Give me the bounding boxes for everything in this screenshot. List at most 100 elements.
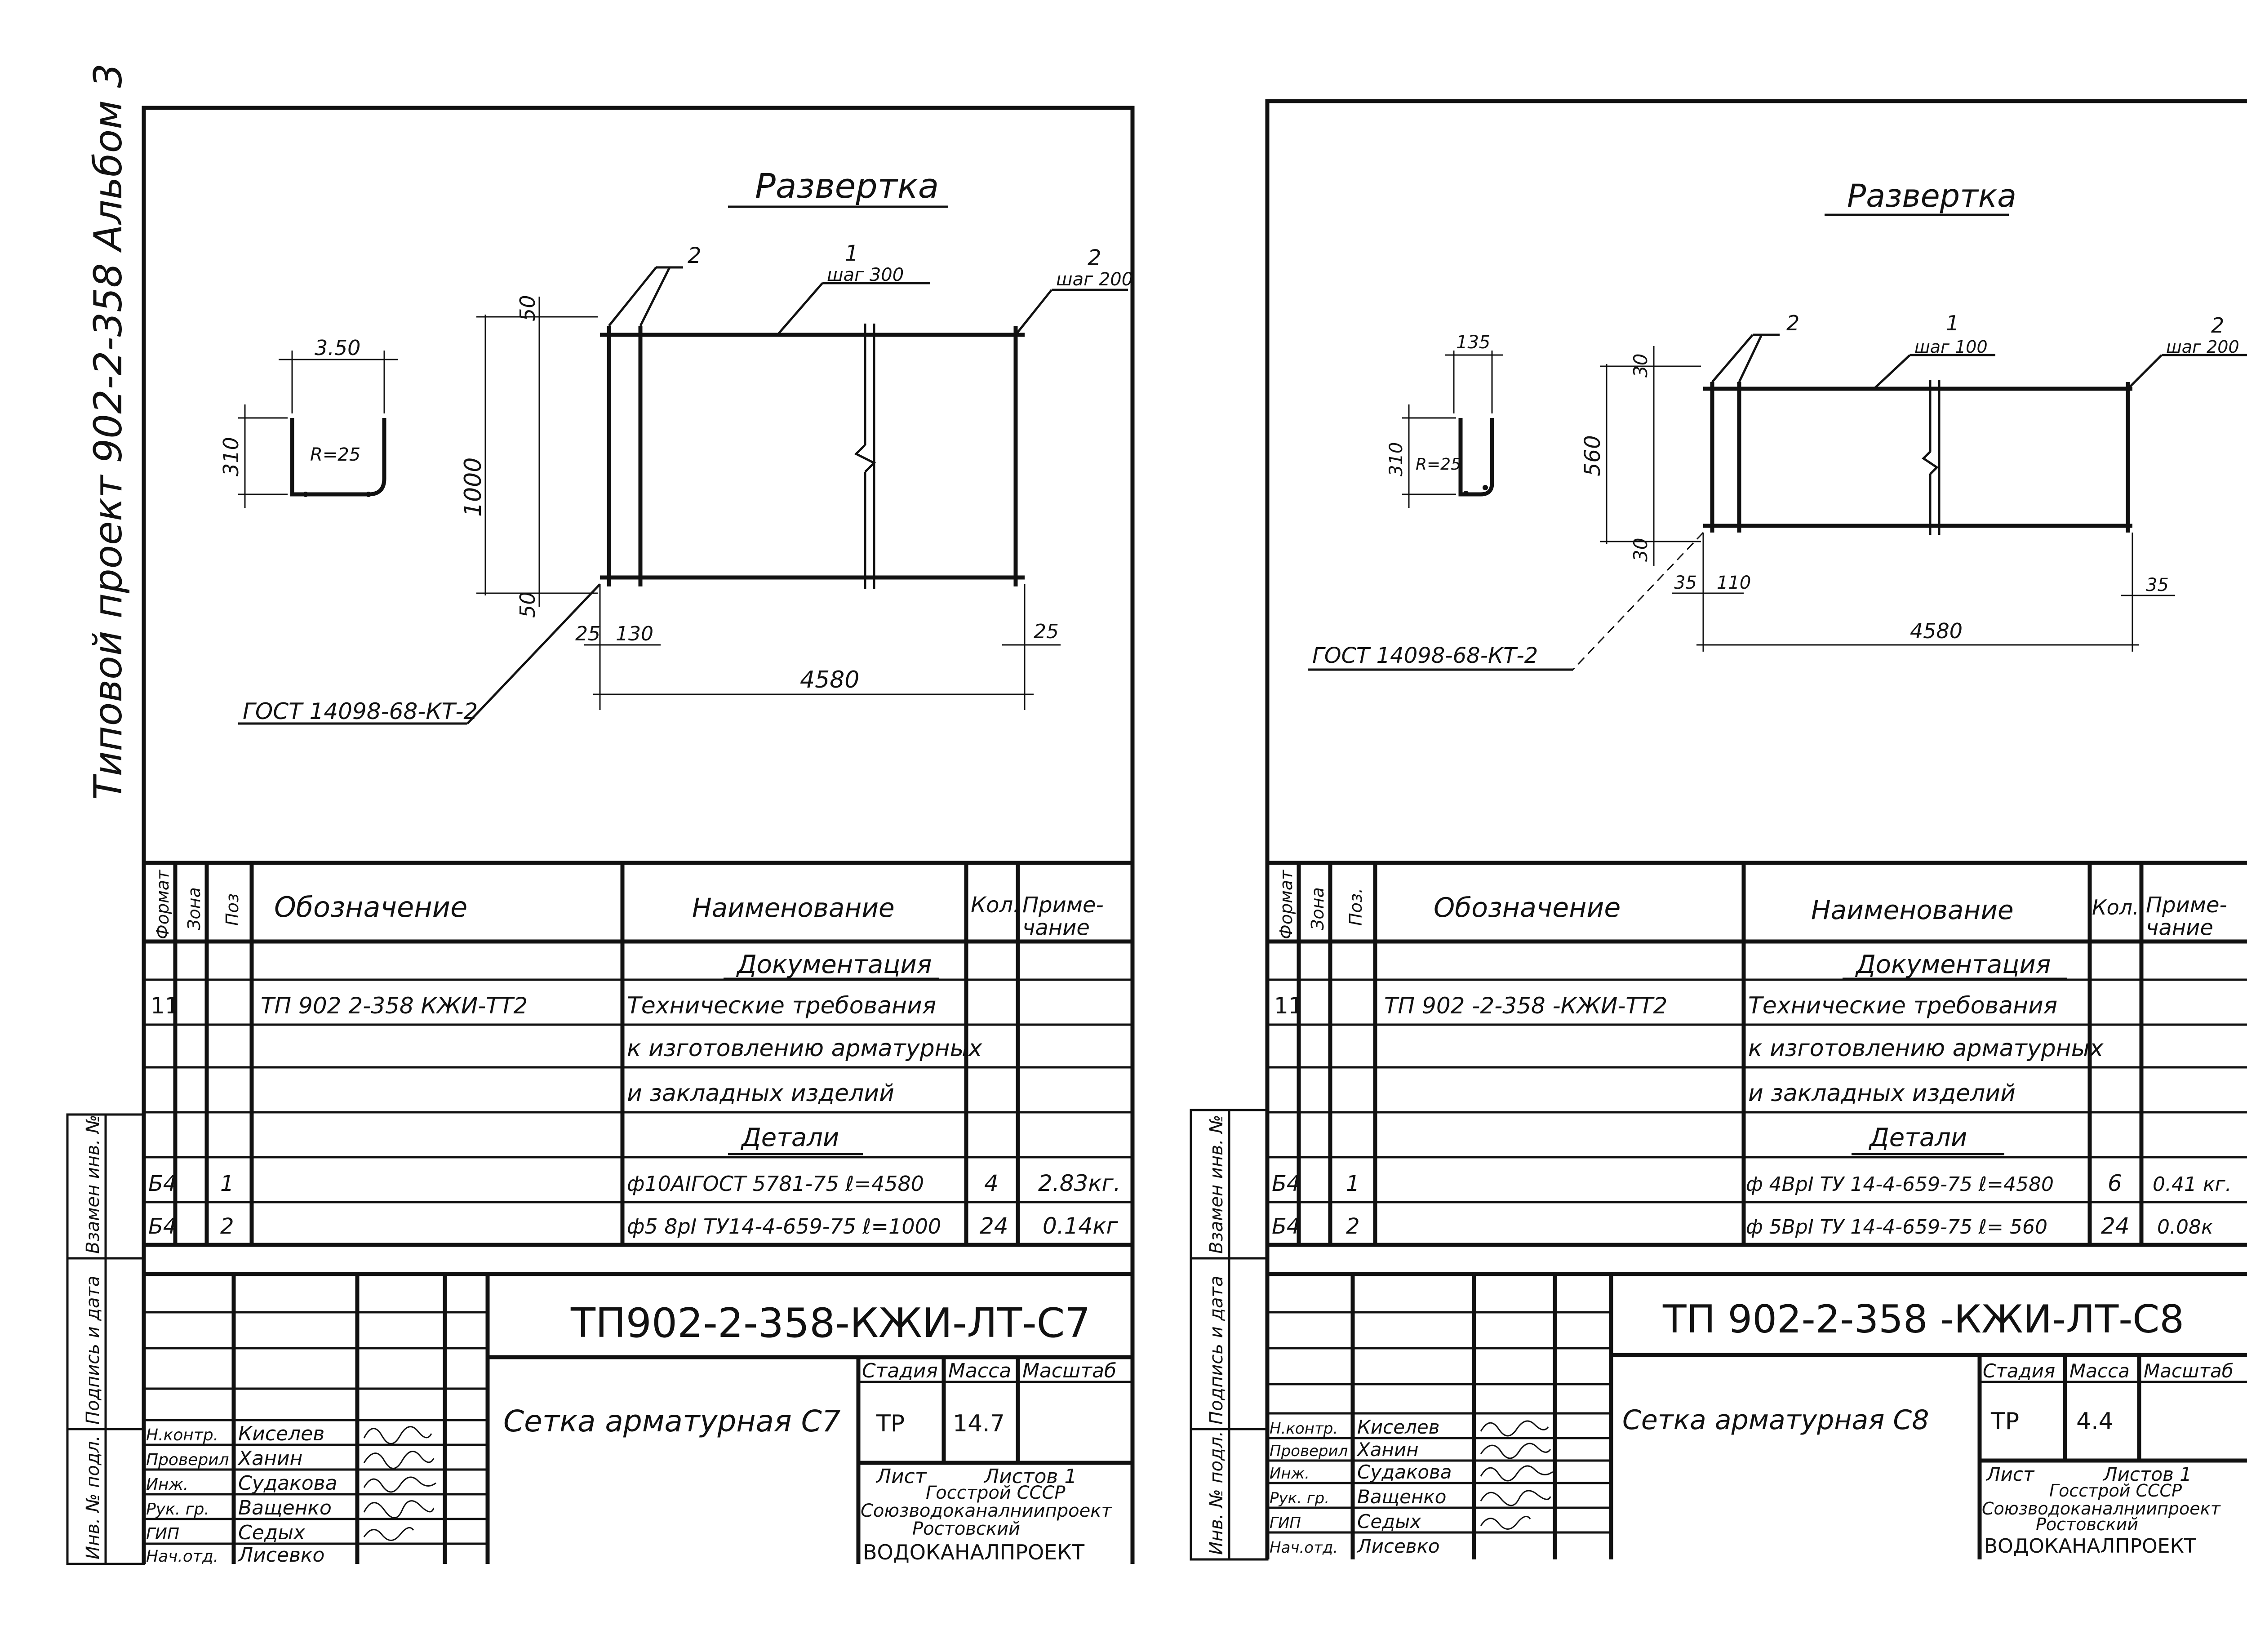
sheets-label: Листов 1 (983, 1465, 1077, 1488)
name-6: Лисевко (1356, 1535, 1440, 1557)
doc-designation: ТП 902 2-358 КЖИ-ТТ2 (261, 993, 528, 1019)
col-name: Наименование (1811, 895, 2014, 925)
side-inv-repl-label: Взамен инв. № (83, 1115, 103, 1254)
title-block: ТП902-2-358-КЖИ-ЛТ-С7 Сетка арматурная С… (144, 1272, 1132, 1567)
row-2-note: 0.08к (2157, 1216, 2213, 1239)
name-2: Ханин (1356, 1439, 1419, 1461)
drawing-code: ТП 902-2-358 -КЖИ-ЛТ-С8 (1662, 1297, 2184, 1342)
project-side-title: Типовой проект 902-2-358 Альбом 3 (86, 63, 131, 800)
sheet-left: Развертка 3.50 310 R=25 (142, 106, 1135, 1567)
col-format: Формат (1276, 869, 1296, 939)
doc-designation: ТП 902 -2-358 -КЖИ-ТТ2 (1384, 993, 1667, 1019)
name-1: Киселев (1357, 1416, 1439, 1438)
sheet-frame (142, 106, 1135, 1564)
row-2-pos: 2 (220, 1214, 234, 1239)
role-5: ГИП (1270, 1514, 1301, 1532)
sheets-label: Листов 1 (2102, 1463, 2192, 1485)
row-2-qty: 24 (2101, 1213, 2130, 1239)
item-name: Сетка арматурная С7 (503, 1404, 841, 1439)
col-zone: Зона (184, 887, 204, 930)
item-name: Сетка арматурная С8 (1622, 1404, 1929, 1436)
dim-gap: 110 (1717, 573, 1751, 593)
name-4: Ващенко (1357, 1486, 1446, 1508)
dim-gap: 130 (616, 622, 653, 645)
dim-height: 560 (1580, 435, 1605, 476)
row-1-name: ф10АIГОСТ 5781-75 ℓ=4580 (627, 1172, 924, 1196)
row-1-note: 2.83кг. (1038, 1170, 1121, 1196)
mass-label: Масса (2069, 1360, 2130, 1382)
org-line-3: Ростовский (912, 1519, 1020, 1539)
row-1-qty: 6 (2108, 1170, 2122, 1196)
sheet-label: Лист (1985, 1463, 2035, 1485)
name-2: Ханин (237, 1447, 302, 1470)
org-line-4: ВОДОКАНАЛПРОЕКТ (863, 1540, 1085, 1564)
role-2: Проверил (146, 1451, 229, 1469)
col-designation: Обозначение (1434, 892, 1621, 924)
doc-line-3: и закладных изделий (627, 1080, 894, 1107)
scale-label: Масштаб (2144, 1360, 2234, 1382)
row-1-pos: 1 (220, 1171, 234, 1196)
name-6: Лисевко (237, 1544, 324, 1567)
dim-right-off: 25 (1034, 620, 1059, 643)
sheet-right: Развертка 135 310 R=25 (1265, 99, 2247, 1559)
org-line-1: Госстрой СССР (2049, 1481, 2182, 1501)
side-sign-date-label: Подпись и дата (83, 1276, 103, 1425)
spec-table: Формат Зона Поз. Обозначение Наименовани… (1267, 861, 2247, 1247)
row-2-qty: 24 (980, 1213, 1008, 1239)
row-1-format: Б4 (1272, 1171, 1300, 1196)
dim-length: 4580 (1910, 619, 1963, 643)
dim-bottom: 50 (515, 591, 540, 618)
role-6: Нач.отд. (1270, 1539, 1338, 1557)
org-line-1: Госстрой СССР (926, 1483, 1066, 1503)
row-1-qty: 4 (984, 1170, 999, 1196)
section-details: Детали (740, 1123, 839, 1152)
org-line-2: Союзводоканалниипроект (861, 1501, 1112, 1521)
doc-format: 11 (1274, 993, 1303, 1019)
dim-right-off: 35 (2146, 575, 2169, 595)
callout-2-note: шаг 300 (827, 265, 904, 285)
row-2-pos: 2 (1346, 1214, 1360, 1239)
sketch-radius: R=25 (1416, 455, 1461, 474)
callout-3-note: шаг 200 (1056, 269, 1133, 290)
mass-value: 4.4 (2076, 1408, 2114, 1435)
dim-height: 1000 (460, 457, 487, 517)
row-2-name: ф 5ВрI ТУ 14-4-659-75 ℓ= 560 (1746, 1216, 2047, 1239)
doc-format: 11 (151, 993, 179, 1019)
role-5: ГИП (146, 1525, 179, 1543)
side-sign-date-label: Подпись и дата (1206, 1276, 1227, 1425)
title-block: ТП 902-2-358 -КЖИ-ЛТ-С8 Сетка арматурная… (1267, 1272, 2247, 1559)
callout-2-note: шаг 100 (1914, 337, 1988, 357)
scale-label: Масштаб (1022, 1359, 1116, 1382)
section-sketch: 3.50 310 R=25 (219, 336, 398, 508)
name-5: Седых (1357, 1510, 1421, 1532)
doc-line-1: Технические требования (627, 992, 936, 1019)
sketch-height-dim: 310 (219, 437, 243, 476)
role-6: Нач.отд. (146, 1547, 218, 1566)
stage-label: Стадия (1983, 1360, 2055, 1382)
callout-2-num: 1 (845, 241, 859, 266)
name-3: Судакова (1357, 1461, 1452, 1483)
callout-2-num: 1 (1946, 311, 1959, 335)
row-2-format: Б4 (148, 1214, 177, 1239)
col-designation: Обозначение (274, 891, 467, 924)
org-line-2: Союзводоканалниипроект (1982, 1499, 2221, 1519)
doc-line-2: к изготовлению арматурных (627, 1035, 983, 1062)
dim-top: 50 (515, 295, 540, 321)
dim-left-off: 25 (575, 622, 600, 645)
sketch-width-dim: 3.50 (315, 336, 360, 360)
section-documentation: Документация (1855, 950, 2051, 979)
spec-table: Формат Зона Поз Обозначение Наименование… (144, 861, 1132, 1247)
section-documentation: Документация (736, 950, 932, 979)
sketch-radius: R=25 (310, 444, 360, 465)
drawing-title: Развертка (1847, 178, 2016, 214)
doc-line-3: и закладных изделий (1748, 1080, 2016, 1107)
role-4: Рук. гр. (1270, 1489, 1329, 1507)
mesh-development: 30 560 30 4580 35 110 35 2 1 шаг 100 2 ш… (1308, 311, 2247, 671)
stage-value: ТР (1990, 1408, 2019, 1435)
row-1-note: 0.41 кг. (2153, 1173, 2232, 1196)
signatures (363, 1426, 436, 1541)
gost-label: ГОСТ 14098-68-КТ-2 (1312, 643, 1538, 668)
side-strip-right: Взамен инв. № Подпись и дата Инв. № подл… (1190, 1109, 1269, 1561)
stage-value: ТР (876, 1410, 905, 1437)
